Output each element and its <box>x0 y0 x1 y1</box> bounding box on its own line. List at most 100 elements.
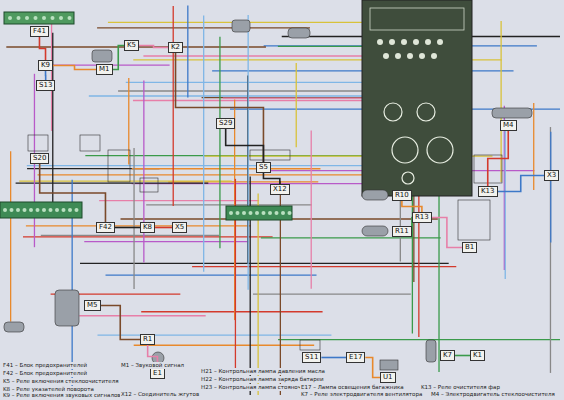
wire <box>19 180 231 181</box>
wire <box>97 335 331 336</box>
component-code: K13 <box>481 187 495 196</box>
component-code: R13 <box>415 213 429 222</box>
component-box: K9 <box>38 60 53 71</box>
component-box: S5 <box>256 162 271 173</box>
wire-bundle <box>6 6 560 395</box>
wire-connector <box>402 201 422 212</box>
legend-note: F42 – Блок предохранителей <box>2 370 88 377</box>
component-box: M4 <box>500 120 517 131</box>
component-code: R10 <box>395 191 409 200</box>
component-code: K7 <box>443 351 452 360</box>
component-bodies <box>4 20 532 370</box>
component-box: R10 <box>392 190 412 201</box>
wire <box>296 63 297 147</box>
component-code: E1 <box>153 369 162 378</box>
wire <box>38 174 364 175</box>
component-box: K7 <box>440 350 455 361</box>
component-box: U1 <box>380 372 396 383</box>
component-box: K8 <box>140 222 155 233</box>
component-code: S29 <box>219 119 232 128</box>
legend-note: M1 – Звуковой сигнал <box>120 362 185 369</box>
wire-connector <box>113 46 125 70</box>
component-box: F41 <box>30 26 49 37</box>
wire-connector <box>39 37 45 60</box>
component-code: R11 <box>395 227 409 236</box>
component-code: M4 <box>503 121 514 130</box>
wire-connector <box>139 46 168 48</box>
wire <box>146 204 312 205</box>
legend-note: H22 – Контрольная лампа заряда батареи <box>200 376 325 383</box>
wire-connector <box>53 66 96 70</box>
wire <box>247 15 248 290</box>
wire <box>126 82 389 83</box>
component-box: M5 <box>84 300 101 311</box>
component-code: E17 <box>349 353 362 362</box>
component-box: R11 <box>392 226 412 237</box>
component-box: R13 <box>412 212 432 223</box>
component-box: K2 <box>168 42 183 53</box>
component-code: S11 <box>305 353 318 362</box>
component-box: X3 <box>544 170 559 181</box>
component-code: K2 <box>171 43 180 52</box>
component-code: B1 <box>465 243 474 252</box>
component-code: U1 <box>383 373 393 382</box>
wire <box>550 127 551 373</box>
wire <box>132 168 321 169</box>
wire <box>192 266 456 267</box>
wire-connector <box>115 227 140 229</box>
legend-note: K9 – Реле включения звуковых сигналов <box>2 392 122 399</box>
wire <box>173 6 174 206</box>
component-code: F41 <box>33 27 46 36</box>
legend-note: H21 – Контрольная лампа давления масла <box>200 368 326 375</box>
wire <box>80 263 449 264</box>
component-box: K13 <box>478 186 498 197</box>
legend-note: M4 – Электродвигатель стеклоочистителя <box>430 391 556 398</box>
component-box: S11 <box>302 352 321 363</box>
legend-note: K13 – Реле очистителя фар <box>420 384 501 391</box>
legend-note: K5 – Реле включения стеклоочистителя <box>2 378 120 385</box>
wire-connector <box>263 173 279 184</box>
component-code: K9 <box>41 61 50 70</box>
wire <box>106 274 317 275</box>
component-code: K8 <box>143 223 152 232</box>
wire-connector <box>226 129 264 162</box>
wire <box>41 235 219 236</box>
wire <box>187 6 188 98</box>
component-box: X5 <box>172 222 187 233</box>
wire <box>16 182 209 183</box>
terminal-studs <box>3 16 292 215</box>
component-code: F42 <box>99 223 112 232</box>
component-code: X12 <box>273 185 287 194</box>
component-box: S20 <box>30 153 49 164</box>
wire <box>26 225 251 226</box>
component-code: M1 <box>99 65 110 74</box>
wire <box>223 97 377 98</box>
component-box: S13 <box>36 80 55 91</box>
component-box: R1 <box>140 334 155 345</box>
wire-connector <box>176 53 264 162</box>
legend-note: K7 – Реле электродвигателя вентилятора <box>300 391 423 398</box>
wire-connector <box>45 71 47 80</box>
component-box: M1 <box>96 64 113 75</box>
wire <box>438 183 439 372</box>
wire-connector <box>101 306 141 340</box>
wire <box>134 345 314 346</box>
wire <box>550 132 551 243</box>
component-code: S5 <box>259 163 268 172</box>
wire-connector <box>498 176 545 192</box>
component-code: X5 <box>175 223 184 232</box>
wire <box>133 148 134 289</box>
wire <box>253 293 411 294</box>
legend-note: X12 – Соединитель жгутов <box>120 391 200 398</box>
instrument-panel <box>362 0 472 196</box>
component-code: K5 <box>127 41 136 50</box>
component-code: X3 <box>547 171 556 180</box>
component-box: F42 <box>96 222 115 233</box>
wire <box>311 130 312 288</box>
wire <box>219 37 220 249</box>
wire <box>133 100 385 101</box>
wire-connector <box>365 358 380 378</box>
